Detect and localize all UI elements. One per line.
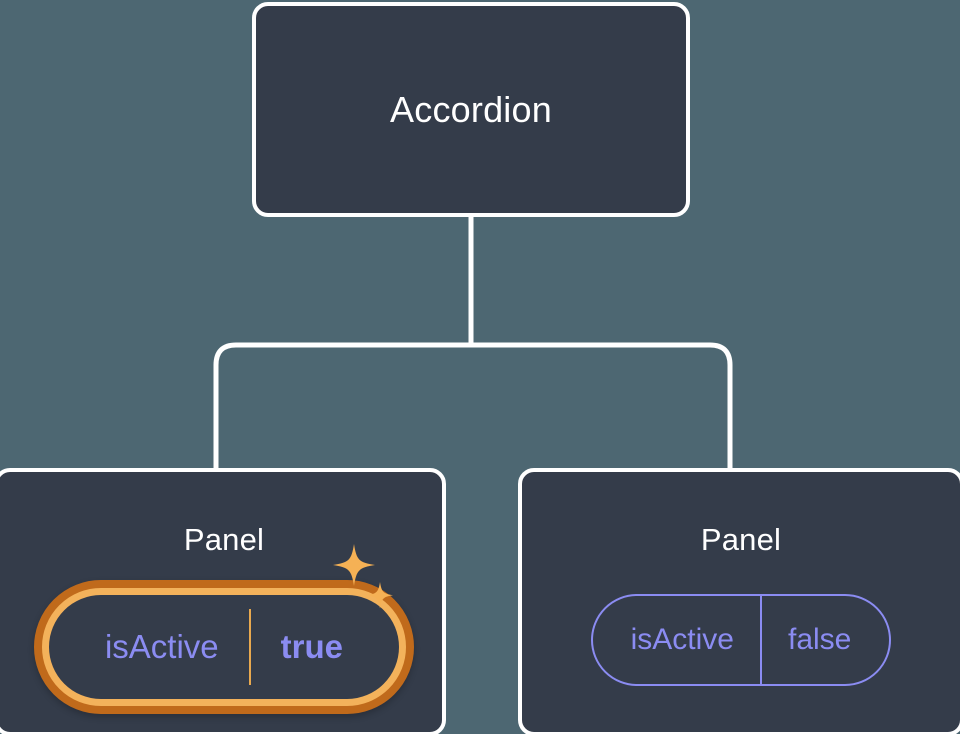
prop-divider-inactive [759, 596, 762, 684]
node-title-accordion: Accordion [390, 88, 552, 130]
prop-divider-active [248, 609, 251, 685]
node-card-accordion[interactable]: Accordion [252, 2, 690, 217]
prop-pill-wrapper-inactive: isActive false [590, 594, 892, 686]
prop-key-isactive-true: isActive [104, 628, 219, 665]
node-panel-content-active: Panel isActive true [0, 472, 442, 732]
prop-key-isactive-false: isActive [630, 623, 734, 656]
prop-pill-inner-active: isActive true [48, 595, 400, 699]
prop-value-isactive-false: false [787, 623, 852, 656]
node-panel-content-inactive: Panel isActive false [522, 472, 960, 732]
prop-pill-wrapper-active: isActive true [33, 544, 415, 714]
node-card-panel-active[interactable]: Panel isActive true [0, 468, 446, 734]
node-card-panel-inactive[interactable]: Panel isActive false [518, 468, 960, 734]
prop-pill-isactive-true[interactable]: isActive true [33, 580, 415, 714]
prop-value-isactive-true: true [280, 628, 344, 665]
connector-branches [213, 342, 733, 470]
prop-pill-isactive-false[interactable]: isActive false [590, 594, 892, 686]
node-title-panel-active: Panel [183, 522, 265, 557]
node-title-panel-inactive: Panel [700, 522, 782, 557]
